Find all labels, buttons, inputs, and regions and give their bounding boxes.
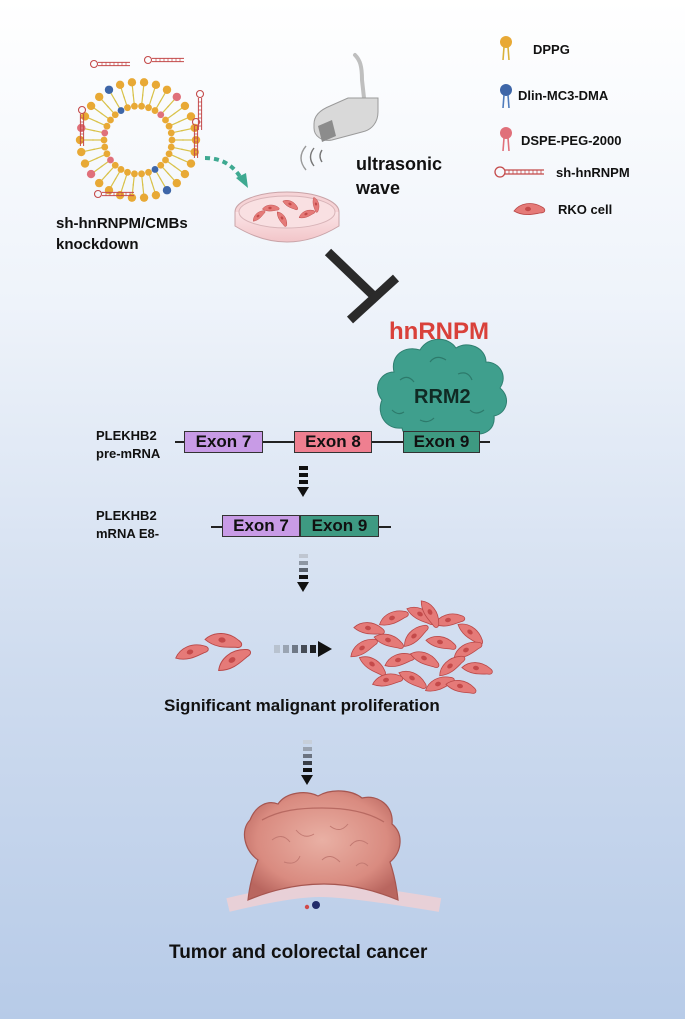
- tumor-icon: [226, 790, 442, 912]
- mrna-label: PLEKHB2 mRNA E8-: [96, 507, 159, 543]
- liposome-nanoparticle: [75, 55, 205, 202]
- nanoparticle-label-line2: knockdown: [56, 236, 139, 253]
- premrna-label-line2: pre-mRNA: [96, 446, 161, 461]
- mrna-label-line2: mRNA E8-: [96, 526, 160, 541]
- splicing-arrow: [297, 466, 309, 497]
- rko-cell-icon: [513, 203, 546, 216]
- nanoparticle-label: sh-hnRNPM/CMBs knockdown: [56, 213, 188, 255]
- translation-arrow: [297, 554, 309, 592]
- few-cells-icon: [173, 629, 254, 675]
- proliferation-arrow: [274, 641, 332, 657]
- legend-label-mc3: Dlin-MC3-DMA: [518, 88, 609, 103]
- nanoparticle-label-line1: sh-hnRNPM/CMBs: [56, 215, 188, 232]
- premrna-label: PLEKHB2 pre-mRNA: [96, 427, 160, 463]
- premrna-label-line1: PLEKHB2: [96, 428, 157, 443]
- protein-domain-label: RRM2: [414, 386, 471, 408]
- legend-label-dppg: DPPG: [533, 42, 570, 57]
- petri-dish-icon: [234, 191, 340, 243]
- proliferation-label: Significant malignant proliferation: [164, 696, 440, 715]
- ultrasound-label-line2: wave: [356, 178, 401, 198]
- mrna-exon-9: Exon 9: [300, 515, 379, 537]
- ultrasound-label-line1: ultrasonic: [356, 154, 443, 174]
- mrna-label-line1: PLEKHB2: [96, 508, 157, 523]
- mc3-lipid-icon: [500, 84, 512, 109]
- legend-label-sh-hnrnpm: sh-hnRNPM: [556, 165, 630, 180]
- inhibition-icon: [324, 248, 400, 324]
- premrna-exon-7: Exon 7: [184, 431, 263, 453]
- premrna-exon-8: Exon 8: [294, 431, 372, 453]
- ultrasound-label: ultrasonic wave: [356, 152, 442, 200]
- tumor-arrow: [301, 740, 313, 785]
- outcome-label: Tumor and colorectal cancer: [169, 942, 428, 963]
- hnrnpm-protein-icon: [377, 338, 508, 442]
- legend-label-rko-cell: RKO cell: [558, 202, 613, 217]
- mrna-exon-7: Exon 7: [222, 515, 300, 537]
- dspe-peg-lipid-icon: [500, 127, 512, 152]
- dppg-lipid-icon: [500, 36, 512, 61]
- many-cells-icon: [346, 596, 494, 697]
- premrna-exon-9: Exon 9: [403, 431, 480, 453]
- shrna-hairpin-icon: [494, 166, 544, 178]
- legend-label-dspe-peg: DSPE-PEG-2000: [521, 133, 622, 148]
- ultrasound-probe-icon: [300, 53, 379, 171]
- protein-name: hnRNPM: [389, 318, 489, 345]
- delivery-arrow: [204, 156, 248, 188]
